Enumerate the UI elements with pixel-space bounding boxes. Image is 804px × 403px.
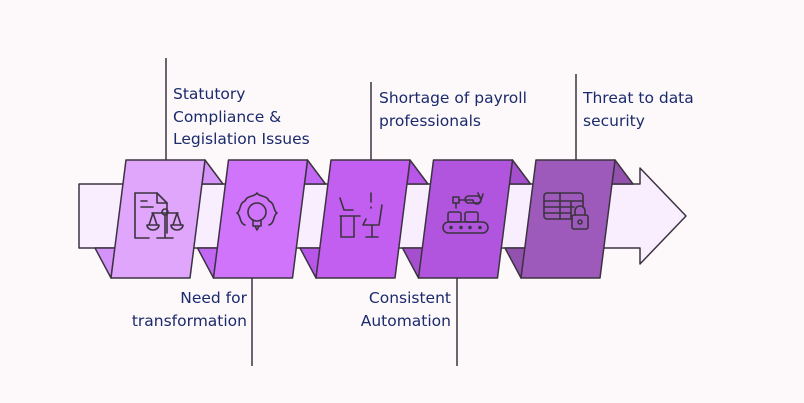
label-line: security — [583, 111, 645, 130]
label-line: transformation — [131, 311, 247, 330]
robot-conveyor-icon — [442, 192, 489, 234]
step-label-3: Shortage of payroll professionals — [379, 87, 527, 132]
step-panel-1 — [110, 159, 206, 279]
label-line: Automation — [360, 311, 451, 330]
label-line: Statutory — [173, 85, 246, 103]
gear-lightbulb-icon — [236, 192, 278, 231]
desk-chair-icon — [339, 192, 383, 238]
step-panel-3 — [315, 159, 411, 279]
document-scales-icon — [134, 192, 184, 239]
label-line: Need for — [180, 289, 247, 307]
step-label-5: Threat to data security — [583, 87, 694, 132]
label-line: Compliance & — [173, 107, 282, 126]
label-line: Shortage of payroll — [379, 89, 527, 107]
step-label-4: Consistent Automation — [361, 287, 451, 332]
step-label-1: Statutory Compliance & Legislation Issue… — [173, 83, 310, 151]
step-panel-2 — [212, 159, 309, 279]
label-line: Legislation Issues — [173, 130, 310, 148]
label-line: professionals — [379, 111, 481, 130]
label-line: Consistent — [368, 289, 451, 307]
label-line: Threat to data — [583, 89, 694, 107]
step-label-2: Need for transformation — [132, 287, 247, 332]
table-lock-icon — [543, 192, 589, 230]
